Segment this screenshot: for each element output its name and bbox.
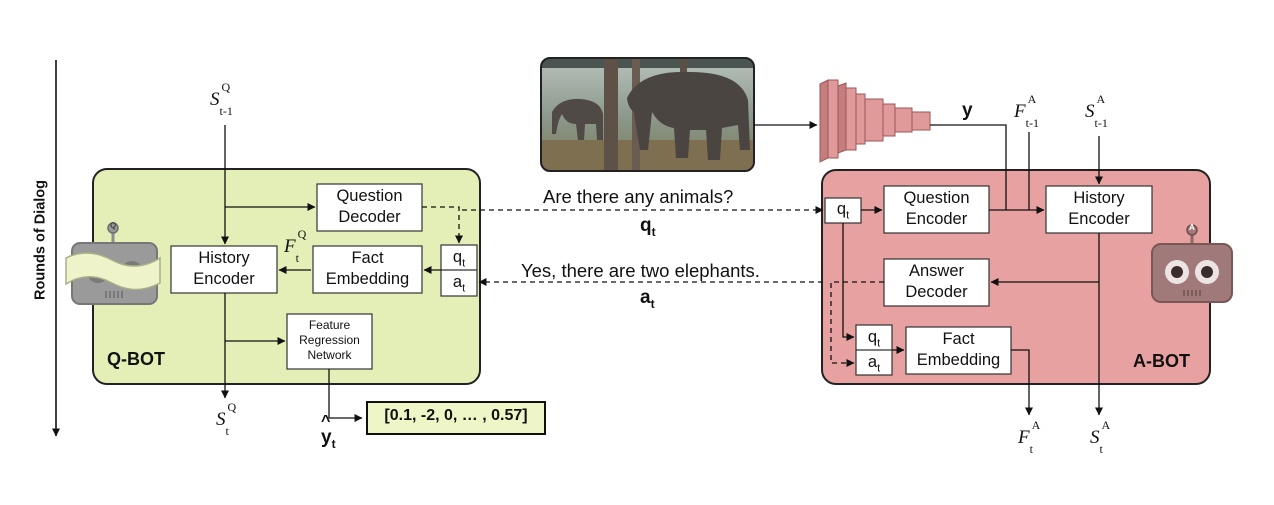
- abot-label: A-BOT: [1133, 351, 1190, 371]
- prediction-label: y^t: [321, 413, 336, 451]
- dialog-question-text: Are there any animals?: [543, 186, 734, 207]
- abot-fact-qt-text: qt: [867, 328, 881, 350]
- dialog-answer-label: at: [640, 287, 655, 311]
- image-feature-label: y: [962, 100, 973, 121]
- abot-robot-icon: [1151, 224, 1233, 303]
- cnn-encoder-icon: [819, 79, 931, 163]
- prediction-vector-text: [0.1, -2, 0, … , 0.57]: [384, 407, 528, 424]
- qbot-history-encoder-box: [170, 245, 278, 294]
- qbot-label: Q-BOT: [107, 349, 165, 369]
- abot-history-encoder-box: [1045, 185, 1153, 234]
- qbot-question-decoder-box: [316, 183, 423, 232]
- qbot-fact-embedding-box: [312, 245, 423, 294]
- prediction-vector-box: [366, 401, 546, 435]
- qbot-feature-regression-box: [286, 313, 373, 370]
- abot-question-encoder-box: [883, 185, 990, 234]
- qbot-robot-icon: [65, 222, 161, 305]
- abot-robot-badge: A: [1189, 223, 1195, 232]
- abot-answer-decoder-box: [883, 258, 990, 307]
- qbot-at-text: at: [452, 273, 466, 295]
- abot-qt-box: [824, 197, 862, 224]
- abot-fact-at-text: at: [867, 353, 881, 375]
- qbot-qt-text: qt: [452, 248, 466, 270]
- qbot-robot-badge: Q: [110, 221, 117, 230]
- rounds-of-dialog-label: Rounds of Dialog: [32, 179, 49, 301]
- dialog-answer-text: Yes, there are two elephants.: [521, 260, 760, 281]
- abot-qt-text: qt: [836, 200, 850, 222]
- elephant-image: [541, 58, 754, 171]
- dialog-question-label: qt: [640, 215, 656, 239]
- abot-fact-embedding-box: [905, 326, 1012, 375]
